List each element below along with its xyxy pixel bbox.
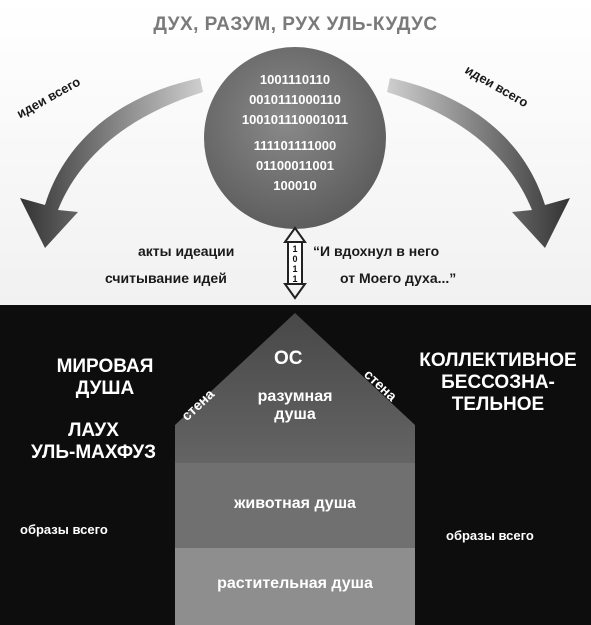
quote-line-1: “И вдохнул в него	[313, 243, 440, 259]
binary-line: 100010	[273, 178, 317, 193]
collective-line: КОЛЛЕКТИВНОЕ	[419, 350, 577, 371]
ideation-acts-label: акты идеации	[138, 243, 235, 259]
quote-line-2: от Моего духа...”	[340, 270, 457, 286]
right-curved-arrow	[387, 78, 570, 248]
left-images-label: образы всего	[20, 522, 108, 537]
spirit-sphere	[204, 47, 386, 229]
bit: 1	[292, 244, 298, 254]
left-curved-arrow	[20, 78, 203, 248]
bit: 0	[292, 254, 298, 264]
world-soul-title: МИРОВАЯ ДУША	[30, 356, 180, 400]
binary-line: 100101110001011	[241, 112, 349, 127]
collective-line: БЕССОЗНА-	[441, 372, 555, 393]
binary-line: 0010111000110	[249, 92, 341, 107]
lauh-line: ЛАУХ	[68, 420, 119, 441]
binary-line: 1001110110	[259, 72, 331, 87]
right-images-label: образы всего	[446, 528, 534, 543]
vegetative-soul-zone	[175, 548, 415, 625]
diagram-title: ДУХ, РАЗУМ, РУХ УЛЬ-КУДУС	[153, 14, 438, 35]
apex-label: ОС	[274, 348, 303, 369]
collective-line: ТЕЛЬНОЕ	[451, 394, 545, 415]
binary-line: 111101111000	[253, 138, 337, 153]
animal-soul-label: животная душа	[234, 495, 356, 512]
world-soul-line: МИРОВАЯ	[56, 356, 154, 377]
world-soul-line: ДУША	[75, 378, 135, 399]
binary-code: 1001110110 0010111000110 100101110001011…	[210, 70, 380, 196]
vegetative-soul-label: растительная душа	[217, 575, 373, 592]
collective-unconscious-title: КОЛЛЕКТИВНОЕ БЕССОЗНА- ТЕЛЬНОЕ	[408, 350, 588, 416]
lauh-line: УЛЬ-МАХФУЗ	[30, 442, 157, 463]
vertical-double-arrow	[283, 226, 307, 300]
rational-line: душа	[274, 406, 316, 423]
rational-soul-zone	[175, 313, 415, 463]
vertical-bits: 1 0 1 1	[288, 244, 302, 284]
animal-soul-zone	[175, 463, 415, 548]
bit: 1	[292, 264, 298, 274]
binary-line: 01100011001	[255, 158, 335, 173]
ideas-reading-label: считывание идей	[105, 270, 227, 286]
bit: 1	[292, 274, 298, 284]
rational-line: разумная	[257, 388, 333, 405]
lauh-title: ЛАУХ УЛЬ-МАХФУЗ	[6, 420, 181, 464]
rational-soul-label: разумная душа	[175, 388, 415, 424]
